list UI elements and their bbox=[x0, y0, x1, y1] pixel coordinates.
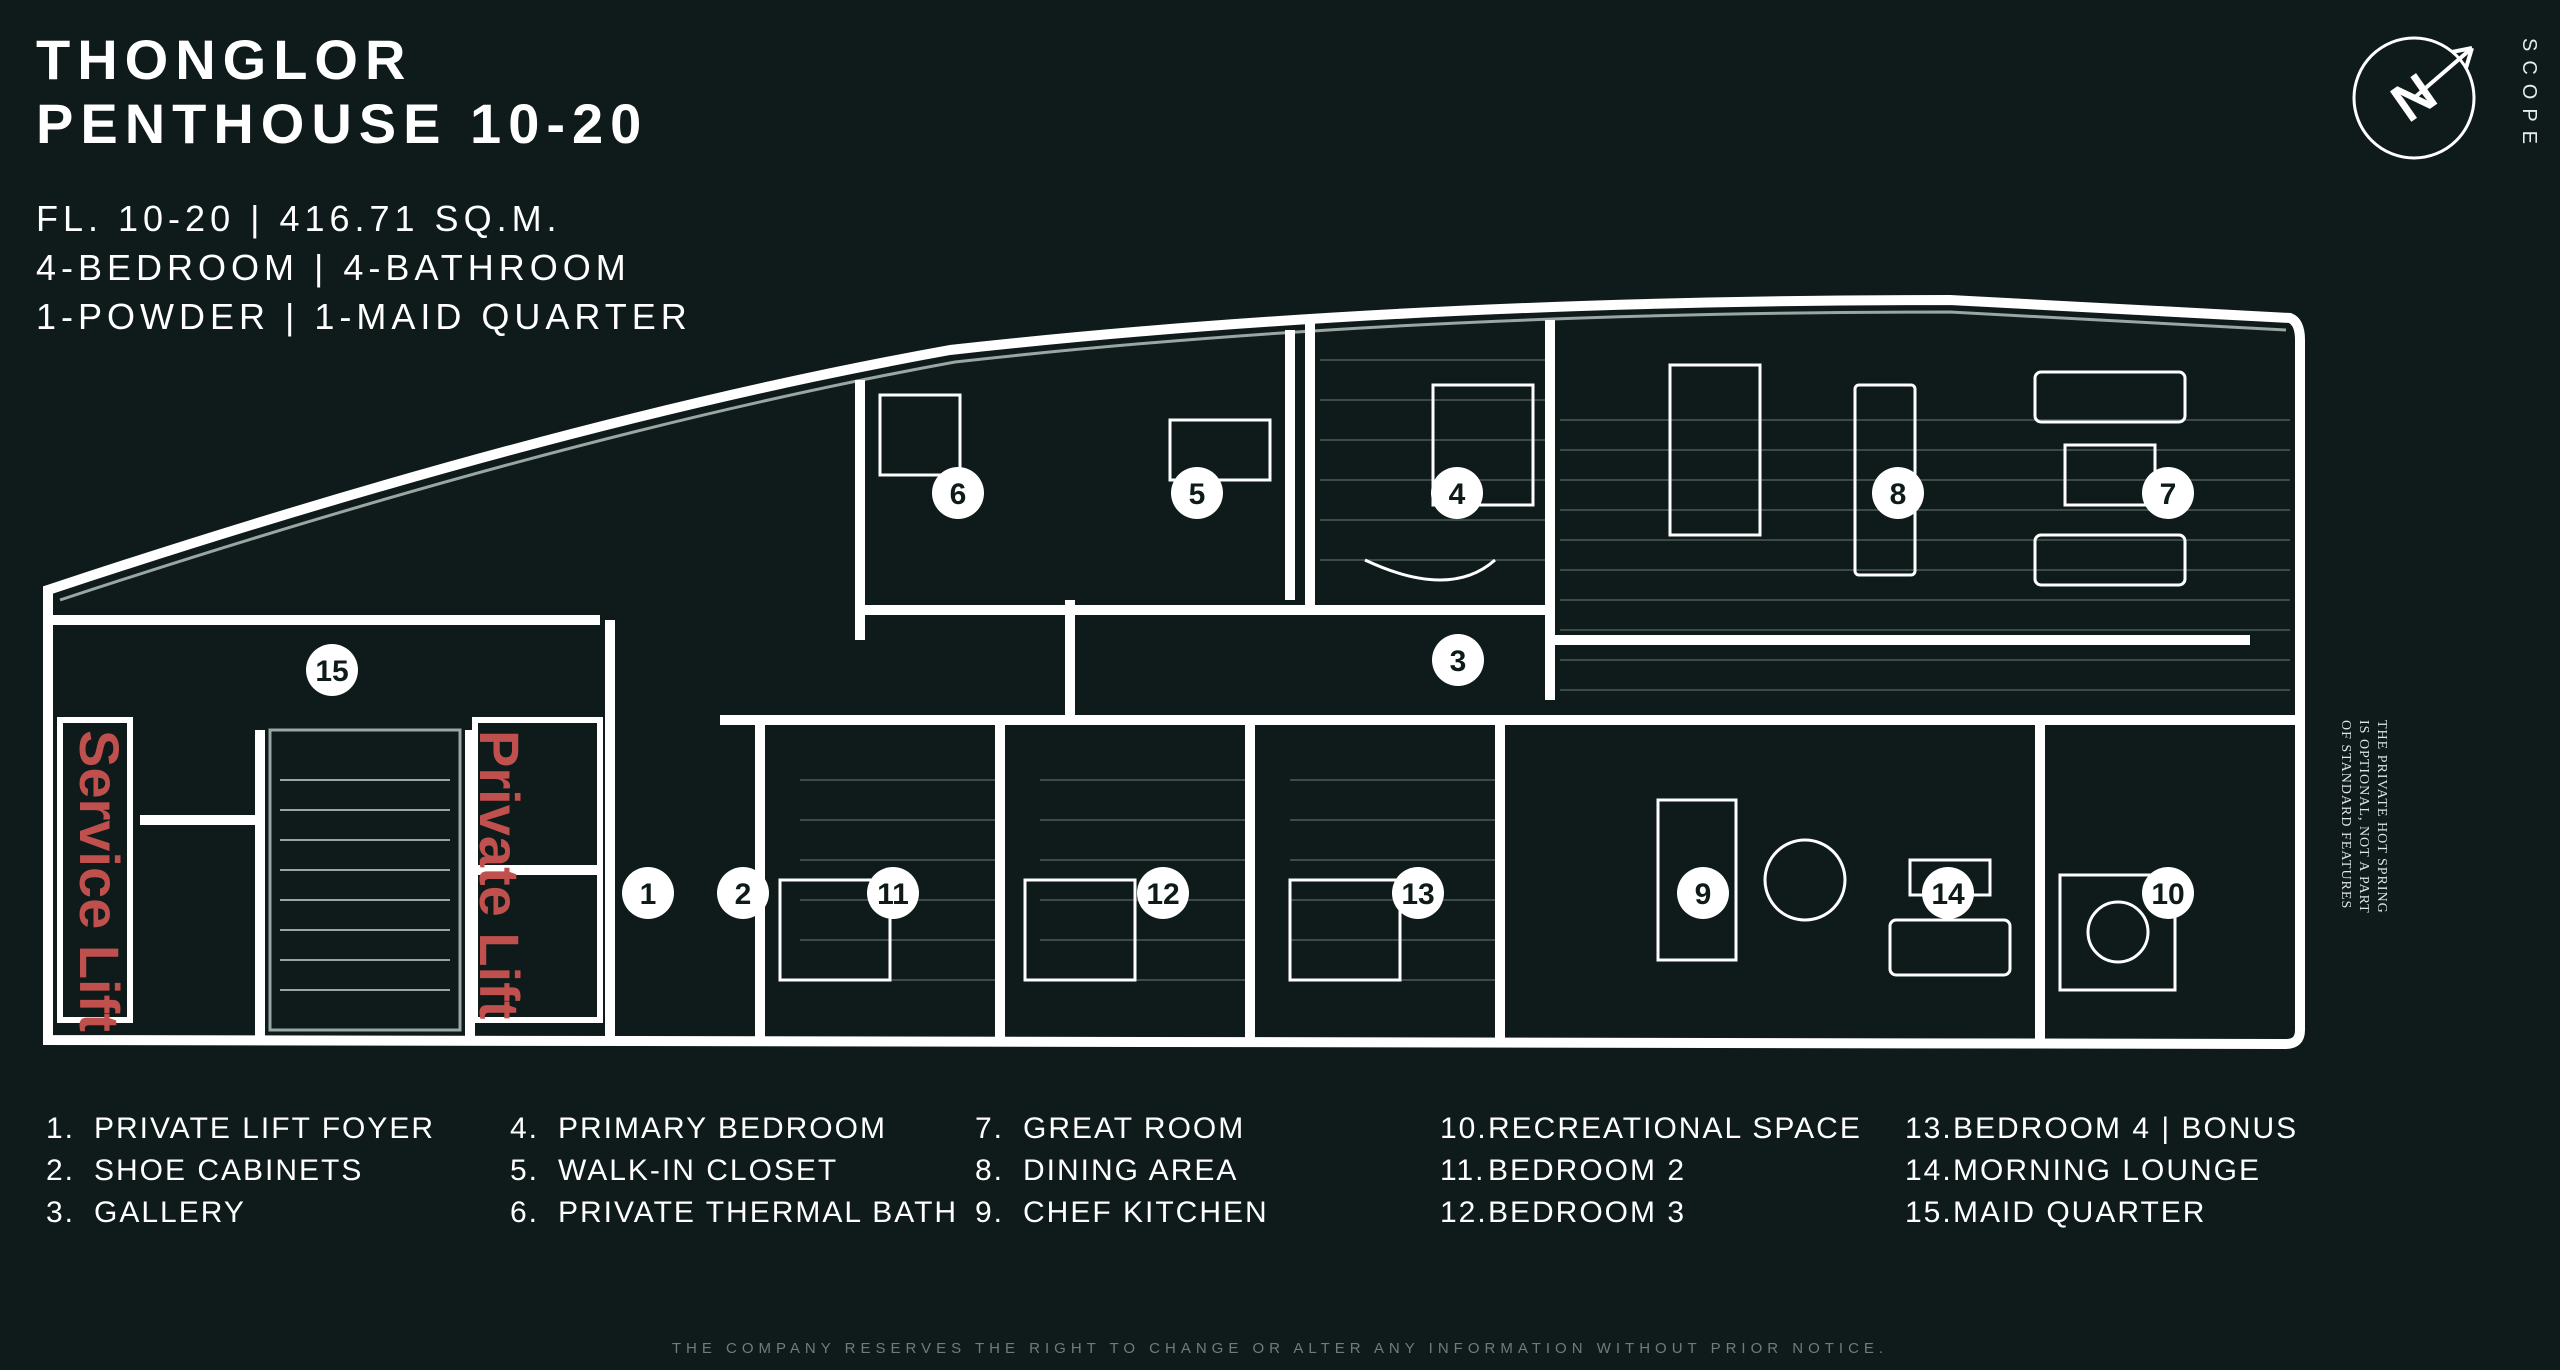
kitchen-island bbox=[1656, 798, 1738, 962]
service-lift-label: Service Lift bbox=[68, 730, 131, 1032]
brand-logo: SCOPE bbox=[2518, 38, 2540, 154]
svg-text:15: 15 bbox=[315, 655, 348, 688]
hot-spring-pool bbox=[2058, 873, 2177, 992]
svg-text:5: 5 bbox=[1189, 478, 1206, 511]
spec-line-2: 4-BEDROOM | 4-BATHROOM bbox=[36, 247, 631, 288]
room-badge-15: 15 bbox=[306, 644, 358, 696]
legend-item: 9.CHEF KITCHEN bbox=[975, 1196, 1269, 1229]
legend-item: 10.RECREATIONAL SPACE bbox=[1440, 1112, 1862, 1145]
svg-text:1: 1 bbox=[640, 878, 657, 911]
room-badge-11: 11 bbox=[867, 867, 919, 919]
disclaimer-text: THE COMPANY RESERVES THE RIGHT TO CHANGE… bbox=[671, 1340, 1889, 1357]
legend-item: 5.WALK-IN CLOSET bbox=[510, 1154, 839, 1187]
furniture bbox=[778, 363, 2187, 992]
note-line-3: OF STANDARD FEATURES bbox=[2338, 720, 2353, 910]
glazing-line bbox=[59, 310, 2287, 602]
sofa-top bbox=[2033, 370, 2187, 424]
legend-item: 14.MORNING LOUNGE bbox=[1905, 1154, 2262, 1187]
outer-wall bbox=[43, 294, 2305, 1050]
room-badge-4: 4 bbox=[1431, 467, 1483, 519]
legend-item: 7.GREAT ROOM bbox=[975, 1112, 1246, 1145]
page-title: THONGLOR PENTHOUSE 10-20 bbox=[36, 28, 648, 156]
legend-item: 6.PRIVATE THERMAL BATH bbox=[510, 1196, 959, 1229]
svg-text:6: 6 bbox=[950, 478, 967, 511]
title-line-1: THONGLOR bbox=[36, 28, 413, 91]
svg-text:12: 12 bbox=[1146, 878, 1179, 911]
primary-bed bbox=[1431, 383, 1535, 507]
legend-item: 11.BEDROOM 2 bbox=[1440, 1154, 1687, 1187]
title-line-2: PENTHOUSE 10-20 bbox=[36, 92, 649, 155]
svg-text:7: 7 bbox=[2160, 478, 2177, 511]
legend-item: 1.PRIVATE LIFT FOYER bbox=[46, 1112, 436, 1145]
stair-treads bbox=[280, 779, 450, 991]
room-badge-6: 6 bbox=[932, 467, 984, 519]
room-badges: 1 2 3 4 5 6 7 8 9 10 11 12 13 14 15 bbox=[306, 467, 2194, 919]
bed-3 bbox=[1023, 878, 1137, 982]
closet-island bbox=[1168, 418, 1272, 482]
note-line-1: THE PRIVATE HOT SPRING bbox=[2374, 720, 2389, 914]
room-badge-9: 9 bbox=[1677, 867, 1729, 919]
svg-text:10: 10 bbox=[2151, 878, 2184, 911]
legend-column-2: 4.PRIMARY BEDROOM 5.WALK-IN CLOSET 6.PRI… bbox=[510, 1108, 958, 1234]
note-line-2: IS OPTIONAL, NOT A PART bbox=[2356, 720, 2371, 914]
legend-column-1: 1.PRIVATE LIFT FOYER 2.SHOE CABINETS 3.G… bbox=[46, 1108, 435, 1234]
lounge-sofa bbox=[1888, 918, 2012, 977]
legend-item: 15.MAID QUARTER bbox=[1905, 1196, 2207, 1229]
svg-text:2: 2 bbox=[735, 878, 752, 911]
private-lift-label: Private Lift bbox=[468, 730, 531, 1019]
room-badge-5: 5 bbox=[1171, 467, 1223, 519]
legend-column-4: 10.RECREATIONAL SPACE 11.BEDROOM 2 12.BE… bbox=[1440, 1108, 1862, 1234]
legend-item: 4.PRIMARY BEDROOM bbox=[510, 1112, 887, 1145]
north-compass-icon: N bbox=[2352, 36, 2476, 160]
great-room-sofa bbox=[1668, 363, 1762, 537]
spec-line-1: FL. 10-20 | 416.71 SQ.M. bbox=[36, 198, 562, 239]
room-badge-3: 3 bbox=[1432, 634, 1484, 686]
room-badge-7: 7 bbox=[2142, 467, 2194, 519]
unit-specs: FL. 10-20 | 416.71 SQ.M. 4-BEDROOM | 4-B… bbox=[36, 194, 692, 341]
room-badge-14: 14 bbox=[1922, 867, 1974, 919]
bed-2 bbox=[778, 878, 892, 982]
svg-text:13: 13 bbox=[1401, 878, 1434, 911]
interior-walls bbox=[48, 320, 2300, 1040]
svg-text:9: 9 bbox=[1695, 878, 1712, 911]
svg-text:14: 14 bbox=[1931, 878, 1965, 911]
legend-item: 12.BEDROOM 3 bbox=[1440, 1196, 1687, 1229]
bathtub bbox=[878, 393, 962, 477]
room-badge-13: 13 bbox=[1392, 867, 1444, 919]
primary-sofa bbox=[1364, 558, 1496, 582]
svg-text:11: 11 bbox=[877, 878, 909, 911]
svg-text:3: 3 bbox=[1450, 645, 1467, 678]
coffee-table bbox=[2063, 443, 2157, 507]
room-badge-2: 2 bbox=[717, 867, 769, 919]
svg-text:8: 8 bbox=[1890, 478, 1907, 511]
private-lift-shaft bbox=[472, 717, 603, 1023]
bed-4 bbox=[1288, 878, 1402, 982]
legend-column-5: 13.BEDROOM 4 | BONUS 14.MORNING LOUNGE 1… bbox=[1905, 1108, 2298, 1234]
hot-spring-ripple bbox=[2086, 900, 2150, 964]
hot-spring-note: THE PRIVATE HOT SPRING IS OPTIONAL, NOT … bbox=[2336, 720, 2390, 914]
legend-item: 2.SHOE CABINETS bbox=[46, 1154, 364, 1187]
round-table bbox=[1763, 838, 1847, 922]
legend-column-3: 7.GREAT ROOM 8.DINING AREA 9.CHEF KITCHE… bbox=[975, 1108, 1269, 1234]
legend-item: 13.BEDROOM 4 | BONUS bbox=[1905, 1112, 2299, 1145]
legend-item: 8.DINING AREA bbox=[975, 1154, 1239, 1187]
room-badge-1: 1 bbox=[622, 867, 674, 919]
legend-item: 3.GALLERY bbox=[46, 1196, 246, 1229]
stair-core bbox=[268, 728, 462, 1032]
room-badge-10: 10 bbox=[2142, 867, 2194, 919]
room-badge-8: 8 bbox=[1872, 467, 1924, 519]
svg-text:4: 4 bbox=[1449, 478, 1466, 511]
room-badge-12: 12 bbox=[1137, 867, 1189, 919]
sofa-bottom bbox=[2033, 533, 2187, 587]
spec-line-3: 1-POWDER | 1-MAID QUARTER bbox=[36, 296, 692, 337]
service-lift-shaft bbox=[57, 717, 133, 1023]
